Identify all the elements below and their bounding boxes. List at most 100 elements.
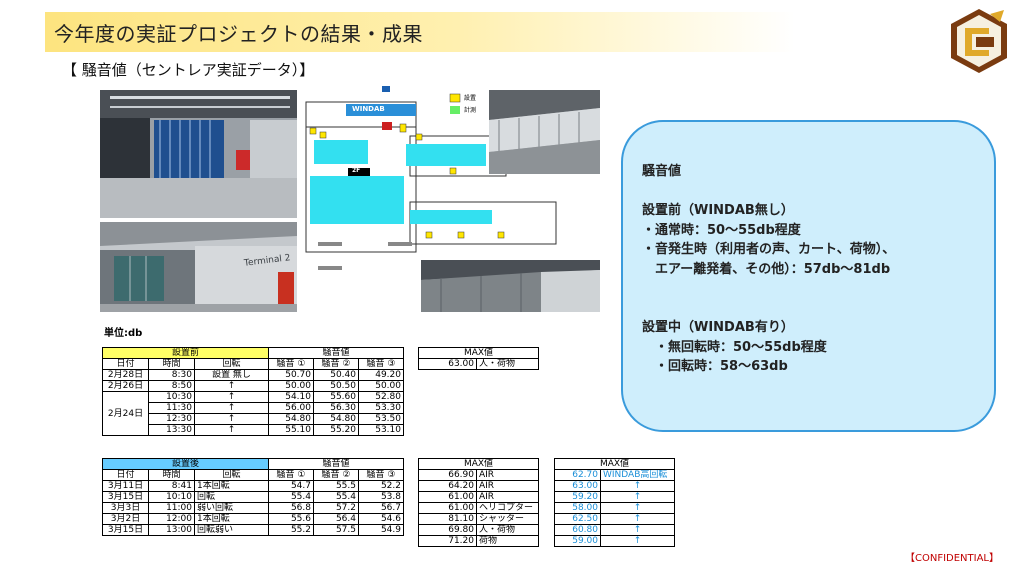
table-cell: 56.8 [268,502,314,514]
unit-label: 単位:db [104,328,143,339]
table-cell: 12:30 [148,413,195,425]
table-cell: 3月2日 [102,513,149,525]
table-cell: ↑ [194,380,269,392]
table-cell: 56.30 [313,402,359,414]
table-cell: 12:00 [148,513,195,525]
max-header: MAX値 [554,458,675,470]
column-header: 騒音 ③ [358,469,404,481]
table-cell: 57.5 [313,524,359,536]
table-cell: 11:30 [148,402,195,414]
table-cell: 58.00 [554,502,601,514]
table-cell: 回転 [194,491,269,503]
table-cell: ヘリコプター [476,502,539,514]
table-cell: 54.80 [268,413,314,425]
table-cell: ↑ [194,391,269,403]
table-row: 2月24日 10:30 ↑ 54.10 55.60 52.80 [102,391,404,436]
after-table: 設置後 騒音値 日付 時間 回転 騒音 ① 騒音 ② 騒音 ③ 3月11日 8:… [102,458,404,536]
page-subtitle: 【 騒音値（セントレア実証データ）】 [62,61,315,79]
column-header: 騒音 ② [313,358,359,370]
table-row: 59.20↑ [554,491,675,503]
table-cell: 54.7 [268,480,314,492]
summary-text: 騒音値 設置前（WINDAB無し） ・通常時：50～55db程度 ・音発生時（利… [642,164,896,374]
page-title: 今年度の実証プロジェクトの結果・成果 [54,22,423,46]
table-cell: 人・荷物 [476,524,539,536]
table-cell: 53.50 [358,413,404,425]
table-cell: 63.00 [418,358,477,370]
table-cell: 61.00 [418,502,477,514]
table-cell: 10:30 [148,391,195,403]
table-cell: AIR [476,469,539,481]
table-row: 3月3日 11:00 弱い回転 56.8 57.2 56.7 [102,502,404,514]
title-bar [45,12,795,52]
table-cell: AIR [476,491,539,503]
legend-measure: 計測 [464,107,477,114]
column-header: 騒音 ① [268,469,314,481]
lobby-photo [100,90,297,218]
table-cell: AIR [476,480,539,492]
table-cell: 3月15日 [102,491,149,503]
summary-callout [621,120,996,432]
table-row: 58.00↑ [554,502,675,514]
table-cell: 60.80 [554,524,601,536]
table-cell: 56.00 [268,402,314,414]
table-cell: 81.10 [418,513,477,525]
company-logo [951,9,1007,73]
table-cell: 69.80 [418,524,477,536]
table-cell: 1本回転 [194,513,269,525]
table-cell: 3月15日 [102,524,149,536]
table-cell: 人・荷物 [476,358,539,370]
table-cell: ↑ [194,424,269,436]
table-cell: 2月24日 [102,391,149,436]
table-cell: 52.2 [358,480,404,492]
table-cell: 57.2 [313,502,359,514]
table-row: 11:30 ↑ 56.00 56.30 53.30 [103,402,404,414]
table-cell: ↑ [600,535,675,547]
table-cell: 13:30 [148,424,195,436]
table-cell: 53.10 [358,424,404,436]
column-header: 回転 [194,469,269,481]
table-cell: 8:50 [148,380,195,392]
table-cell: 設置 無し [194,369,269,381]
table-cell: 53.30 [358,402,404,414]
table-row: 13:30 ↑ 55.10 55.20 53.10 [103,424,404,436]
table-cell: ↑ [194,402,269,414]
table-cell: 54.6 [358,513,404,525]
table-cell: ↑ [600,513,675,525]
before-title: 設置前 [102,347,269,359]
table-cell: ↑ [600,491,675,503]
table-cell: ↑ [194,413,269,425]
table-row: 60.80↑ [554,524,675,536]
table-cell: 50.50 [313,380,359,392]
table-cell: 回転弱い [194,524,269,536]
column-header: 騒音 ① [268,358,314,370]
table-cell: 55.6 [268,513,314,525]
table-cell: 61.00 [418,491,477,503]
column-header: 騒音 ② [313,469,359,481]
table-cell: 50.00 [268,380,314,392]
table-cell: 56.7 [358,502,404,514]
table-cell: 62.70 [554,469,601,481]
table-cell: 62.50 [554,513,601,525]
table-row: 2月28日 8:30 設置 無し 50.70 50.40 49.20 [102,369,404,381]
table-cell: 55.10 [268,424,314,436]
max-header: MAX値 [418,347,539,359]
table-cell: 11:00 [148,502,195,514]
floor-map-sign: WINDAB [352,105,385,113]
table-cell: 13:00 [148,524,195,536]
table-row: 62.50↑ [554,513,675,525]
before-table: 設置前 騒音値 日付 時間 回転 騒音 ① 騒音 ② 騒音 ③ 2月28日 8:… [102,347,404,436]
column-header: 日付 [102,358,149,370]
table-cell: 63.00 [554,480,601,492]
table-cell: 49.20 [358,369,404,381]
table-cell: ↑ [600,502,675,514]
max-header: MAX値 [418,458,539,470]
table-row: 2月26日 8:50 ↑ 50.00 50.50 50.00 [102,380,404,392]
table-cell: 55.20 [313,424,359,436]
before-max-table: MAX値 63.00 人・荷物 [418,347,539,370]
table-cell: 54.80 [313,413,359,425]
